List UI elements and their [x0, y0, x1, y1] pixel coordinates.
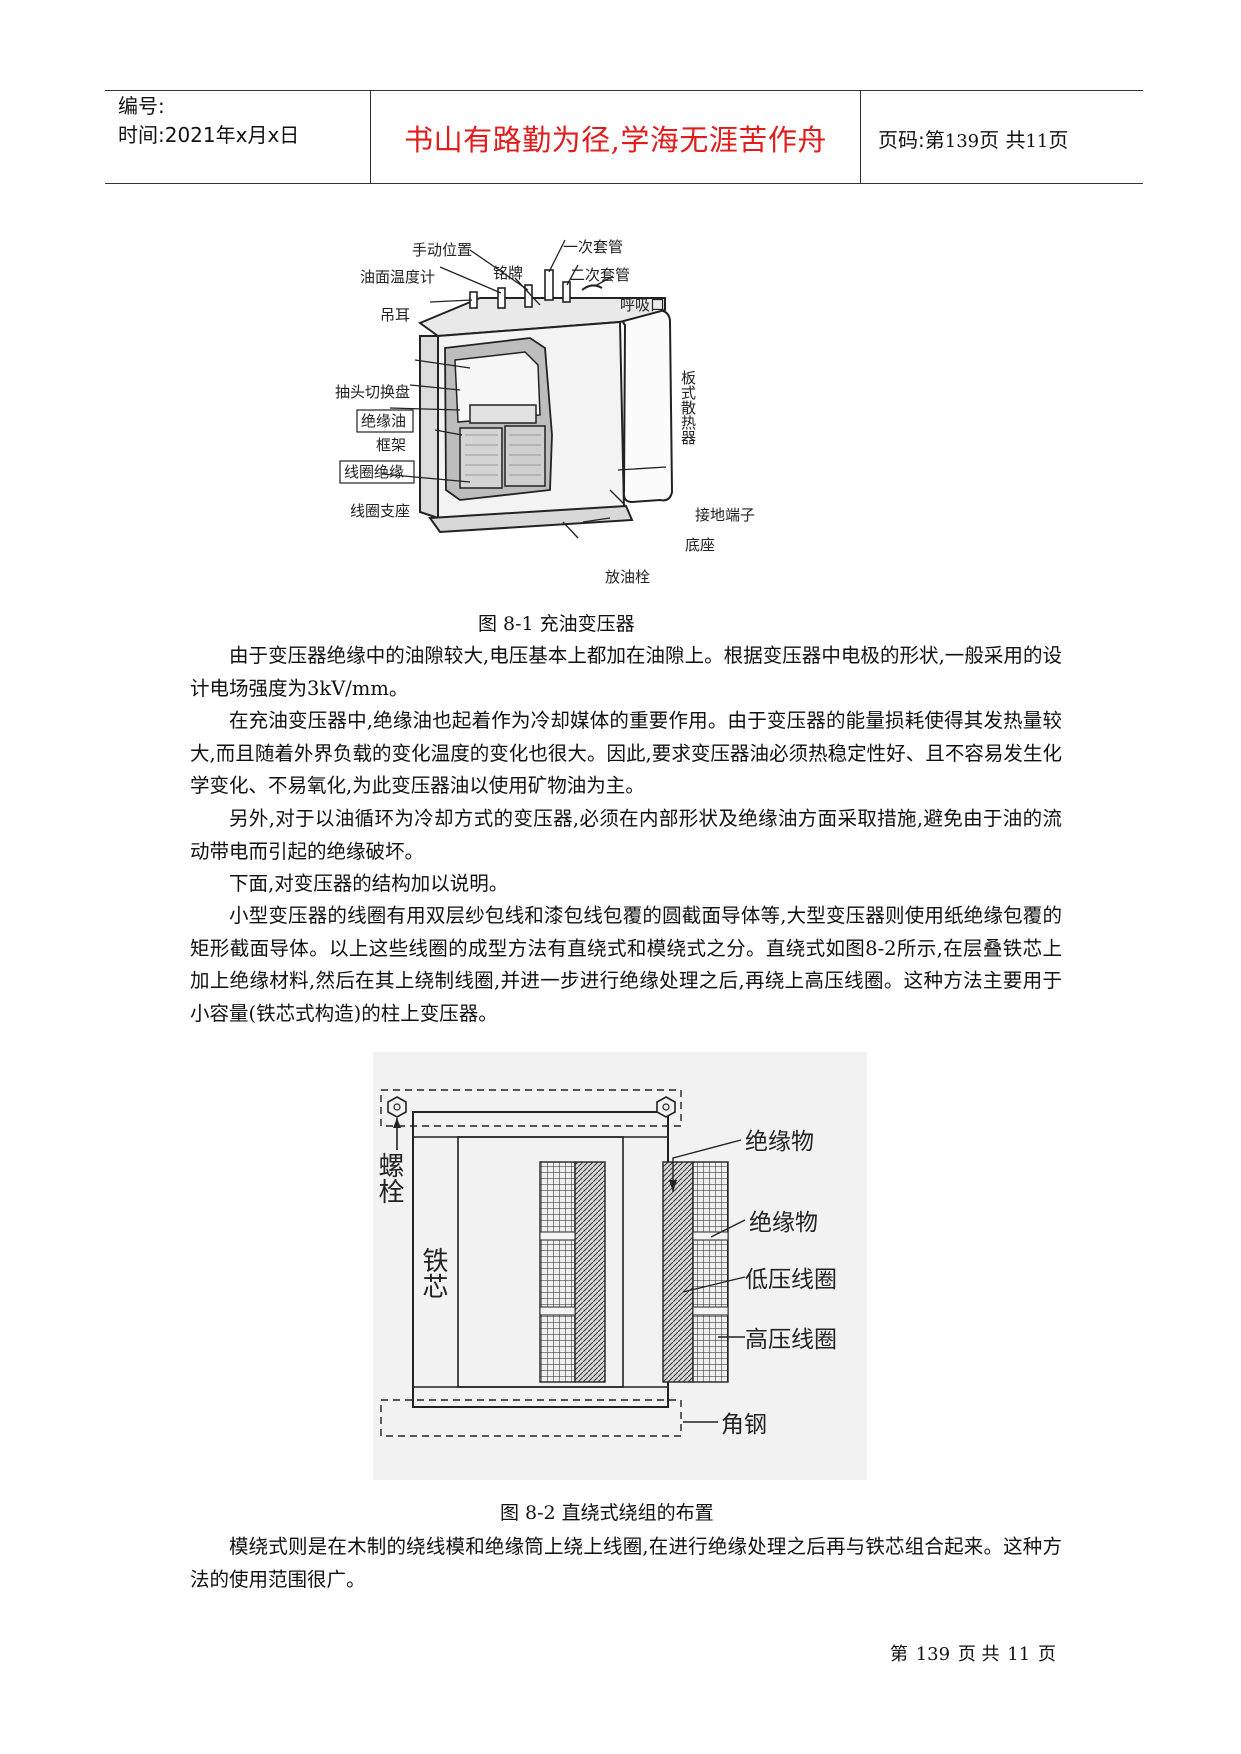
header-bottom-rule [105, 183, 1143, 184]
label-ground-terminal: 接地端子 [695, 506, 755, 524]
label-nameplate: 铭牌 [493, 264, 523, 282]
paragraph-4: 下面,对变压器的结构加以说明。 [229, 872, 509, 895]
header-divider-right [860, 90, 861, 183]
figure-direct-winding-layout: 螺栓 铁芯 绝缘物 绝缘物 低压线圈 高压线圈 角钢 [373, 1052, 867, 1480]
label-coil-insulation: 线圈绝缘 [344, 463, 404, 481]
low-voltage-coil-left [539, 1161, 576, 1383]
figure2-caption: 图 8-2 直绕式绕组的布置 [500, 1502, 714, 1524]
label-radiator: 板式散热器 [679, 369, 697, 445]
label-insulating-oil: 绝缘油 [361, 412, 406, 430]
label-manual-position: 手动位置 [412, 241, 472, 259]
secondary-bushing-shape [562, 281, 571, 303]
figure-oil-filled-transformer: 手动位置 一次套管 铭牌 油面温度计 二次套管 呼吸口 吊耳 抽头切换盘 绝缘油… [335, 238, 755, 586]
paragraph-3: 另外,对于以油循环为冷却方式的变压器,必须在内部形状及绝缘油方面采取措施,避免由… [190, 807, 1062, 863]
header-page-info: 页码:第139页 共11页 [878, 124, 1068, 153]
high-voltage-coil-right [692, 1161, 729, 1383]
footer-prefix: 第 [890, 1644, 908, 1665]
footer-mid: 页 共 [957, 1644, 1000, 1665]
label-angle-steel: 角钢 [721, 1412, 767, 1438]
primary-bushing-shape [544, 269, 554, 301]
label-base: 底座 [685, 536, 715, 554]
header-top-rule [105, 90, 1143, 91]
coil-right [504, 425, 546, 487]
page-footer: 第 139 页 共 11 页 [890, 1640, 1058, 1666]
figure2-background [373, 1052, 867, 1480]
page-total: 11 [1025, 131, 1049, 152]
header-divider-left [370, 90, 371, 183]
label-frame: 框架 [376, 436, 406, 454]
label-box-coil-insulation [339, 460, 415, 484]
label-insulator-mid: 绝缘物 [749, 1210, 818, 1236]
high-voltage-coil-left [574, 1161, 606, 1383]
paragraph-5: 小型变压器的线圈有用双层纱包线和漆包线包覆的圆截面导体等,大型变压器则使用纸绝缘… [190, 904, 1062, 1025]
page-mid: 页 共 [979, 128, 1026, 152]
label-lifting-lug: 吊耳 [380, 306, 410, 324]
document-number-label: 编号: [118, 94, 165, 118]
label-tap-changer: 抽头切换盘 [335, 383, 410, 401]
bottom-angle-steel-band [380, 1399, 682, 1437]
document-time-label: 时间:2021年x月x日 [118, 123, 300, 147]
core-yoke [469, 404, 537, 424]
radiator-shape [622, 308, 674, 504]
figure1-caption: 图 8-1 充油变压器 [478, 613, 635, 635]
label-drain-plug: 放油栓 [605, 568, 650, 586]
footer-suffix: 页 [1037, 1644, 1056, 1665]
label-primary-bushing: 一次套管 [563, 238, 623, 256]
label-coil-support: 线圈支座 [350, 502, 410, 520]
label-iron-core: 铁芯 [418, 1247, 448, 1299]
header-meta: 编号: 时间:2021年x月x日 [118, 92, 299, 150]
label-breather: 呼吸口 [620, 296, 665, 314]
paragraph-2: 在充油变压器中,绝缘油也起着作为冷却媒体的重要作用。由于变压器的能量损耗使得其发… [190, 709, 1062, 798]
footer-total: 11 [1007, 1644, 1031, 1665]
bolt-left [387, 1096, 407, 1118]
footer-page-number: 139 [915, 1644, 951, 1665]
label-low-voltage-coil: 低压线圈 [745, 1267, 837, 1293]
top-angle-steel-band [380, 1089, 682, 1127]
label-secondary-bushing: 二次套管 [570, 266, 630, 284]
thermometer-shape [497, 287, 506, 309]
paragraph-6: 模绕式则是在木制的绕线模和绝缘筒上绕上线圈,在进行绝缘处理之后再与铁芯组合起来。… [190, 1535, 1062, 1591]
label-oil-thermometer: 油面温度计 [360, 268, 435, 286]
paragraph-1: 由于变压器绝缘中的油隙较大,电压基本上都加在油隙上。根据变压器中电极的形状,一般… [190, 644, 1062, 700]
tank-base [428, 504, 634, 534]
coil-texture [465, 434, 541, 476]
label-insulator-top: 绝缘物 [745, 1129, 814, 1155]
label-bolt: 螺栓 [374, 1152, 404, 1204]
page-prefix: 页码:第 [878, 128, 945, 152]
low-voltage-coil-right [662, 1161, 694, 1383]
page-suffix: 页 [1048, 128, 1069, 152]
bolt-right [656, 1096, 676, 1118]
coil-left [459, 427, 503, 489]
header-motto: 书山有路勤为径,学海无涯苦作舟 [404, 123, 827, 157]
page-number: 139 [944, 131, 980, 152]
label-box-insulating-oil [356, 409, 414, 433]
label-high-voltage-coil: 高压线圈 [745, 1327, 837, 1353]
leader-lines [381, 239, 667, 539]
coil-spacers [539, 1231, 729, 1316]
breather-shape [581, 284, 603, 291]
